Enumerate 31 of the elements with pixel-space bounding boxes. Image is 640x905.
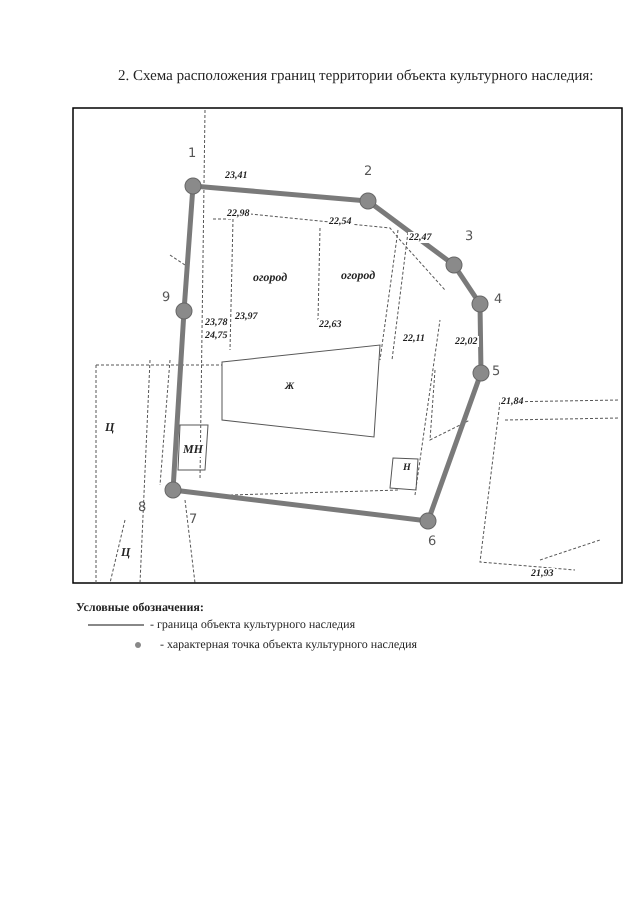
legend-text: - граница объекта культурного наследия: [150, 617, 356, 632]
elevation-mark: 24,75: [204, 330, 228, 341]
legend-text: - характерная точка объекта культурного наследия: [160, 637, 418, 652]
map-label: огород: [340, 268, 376, 283]
elevation-mark: 23,78: [204, 317, 228, 328]
elevation-mark: 22,47: [408, 232, 432, 243]
point-number: 2: [364, 164, 372, 179]
elevation-mark: Ж: [284, 381, 296, 392]
map-label: огород: [252, 270, 288, 285]
point-number: 3: [465, 229, 474, 244]
map-label: МН: [182, 442, 204, 457]
elevation-mark: 22,11: [402, 333, 426, 344]
elevation-mark: 22,02: [454, 336, 478, 347]
elevation-mark: 23,41: [224, 170, 248, 181]
title: 2. Схема расположения границ территории объекта культурного наследия:: [118, 68, 594, 85]
legend-heading: Условные обозначения:: [76, 600, 204, 615]
map-label: Ц: [120, 545, 132, 560]
point-number: 5: [492, 364, 500, 379]
point-number: 9: [162, 290, 170, 305]
elevation-mark: 22,63: [318, 319, 342, 330]
point-number: 1: [188, 146, 196, 161]
elevation-mark: 21,84: [500, 396, 524, 407]
map-label: Ц: [104, 420, 116, 435]
elevation-mark: 23,97: [234, 311, 258, 322]
elevation-mark: 22,54: [328, 216, 352, 227]
elevation-mark: 22,98: [226, 208, 250, 219]
point-number: 4: [494, 292, 502, 307]
elevation-mark: Н: [402, 462, 412, 473]
point-number: 6: [428, 534, 436, 549]
point-number: 7: [189, 512, 198, 527]
elevation-mark: 21,93: [530, 568, 554, 579]
